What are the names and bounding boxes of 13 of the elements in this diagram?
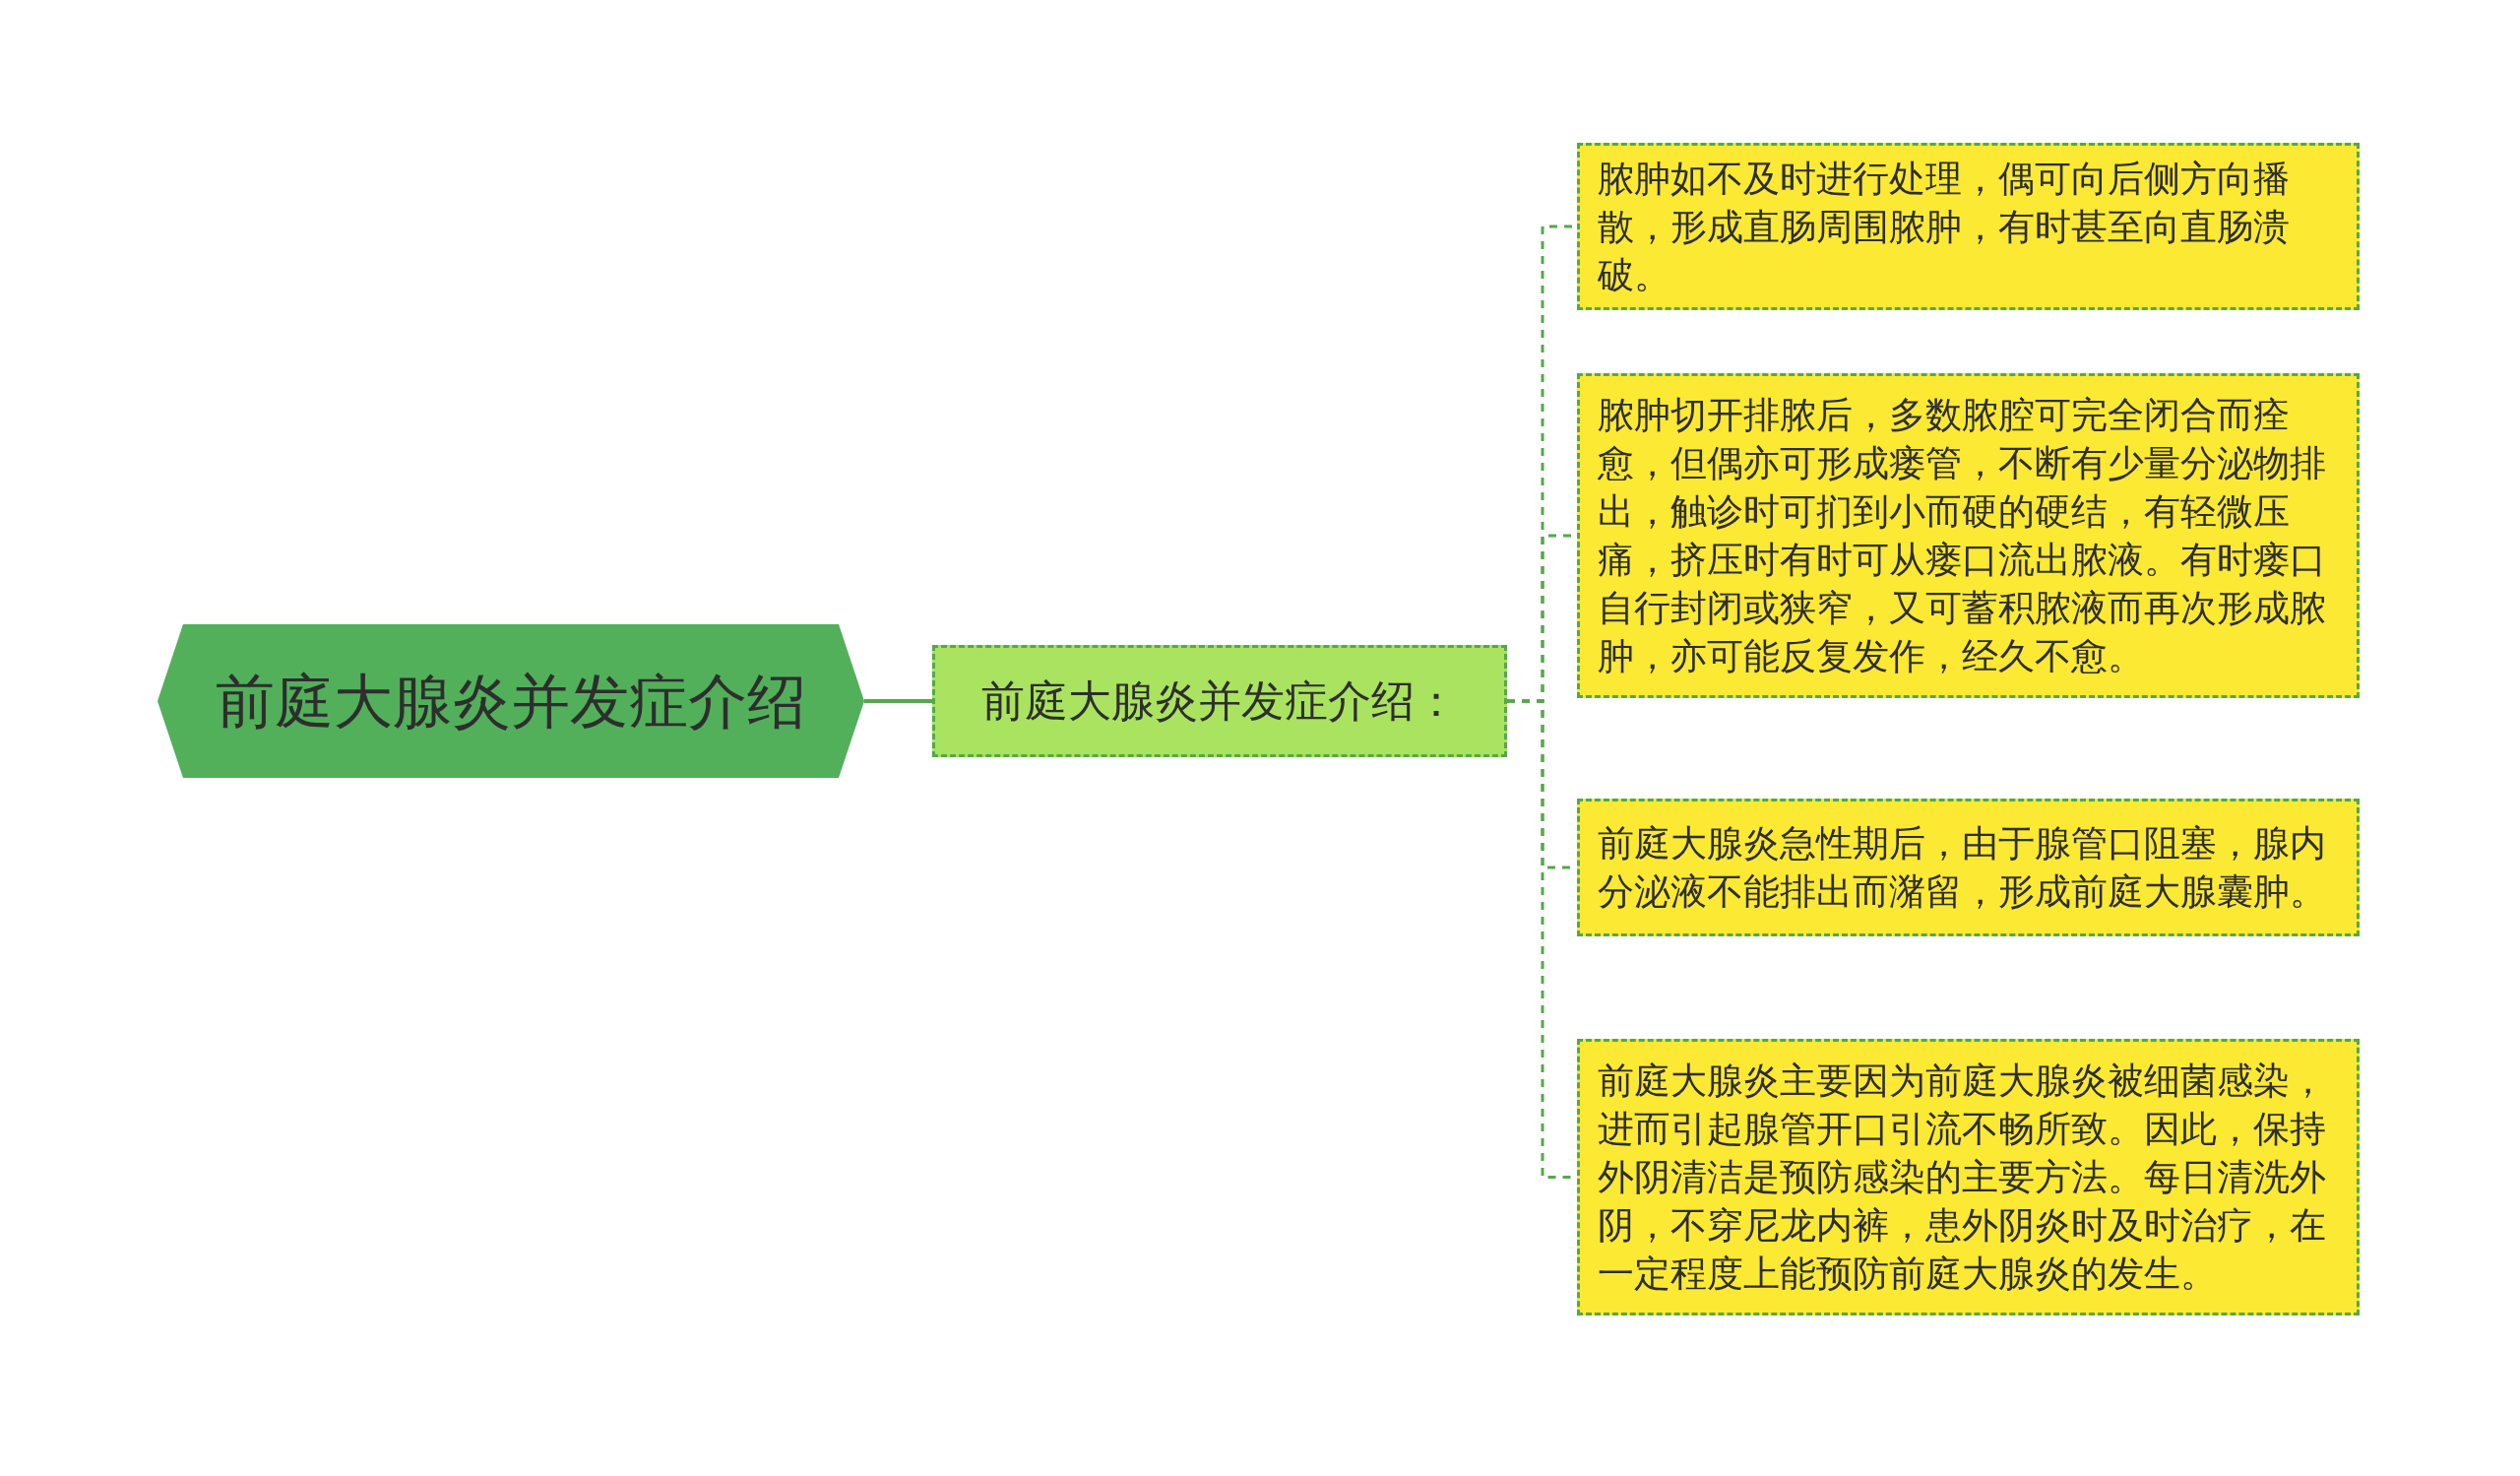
text-box <box>1577 143 2360 310</box>
text-box <box>1577 799 2360 936</box>
text-box <box>1577 373 2360 698</box>
node-text: 前庭大腺炎主要因为前庭大腺炎被细菌感染，进而引起腺管开口引流不畅所致。因此，保持外阴清洁是预防感染的主要方法。每日清洗外阴，不穿尼龙内裤，患外阴炎时及时治疗，在一定程度上能预防前庭大腺炎的发生。 <box>1598 1059 2327 1297</box>
node-text: 脓肿切开排脓后，多数脓腔可完全闭合而痊愈，但偶亦可形成瘘管，不断有少量分泌物排出，触诊时可扪到小而硬的硬结，有轻微压痛，挤压时有时可从瘘口流出脓液。有时瘘口自行封闭或狭窄，又可蓄积脓液而再次形成脓肿，亦可能反复发作，经久不愈。 <box>1598 393 2327 679</box>
node-text: 前庭大腺炎急性期后，由于腺管口阻塞，腺内分泌液不能排出而潴留，形成前庭大腺囊肿。 <box>1598 821 2327 915</box>
node-text: 脓肿如不及时进行处理，偶可向后侧方向播散，形成直肠周围脓肿，有时甚至向直肠溃破。 <box>1598 156 2291 298</box>
topic-hexagon <box>158 624 864 778</box>
node-text: 前庭大腺炎并发症介绍 <box>216 666 806 737</box>
subtopic-box <box>932 645 1507 757</box>
connector-line <box>864 699 932 703</box>
text-box <box>1577 1039 2360 1316</box>
node-text: 前庭大腺炎并发症介绍： <box>981 674 1458 728</box>
